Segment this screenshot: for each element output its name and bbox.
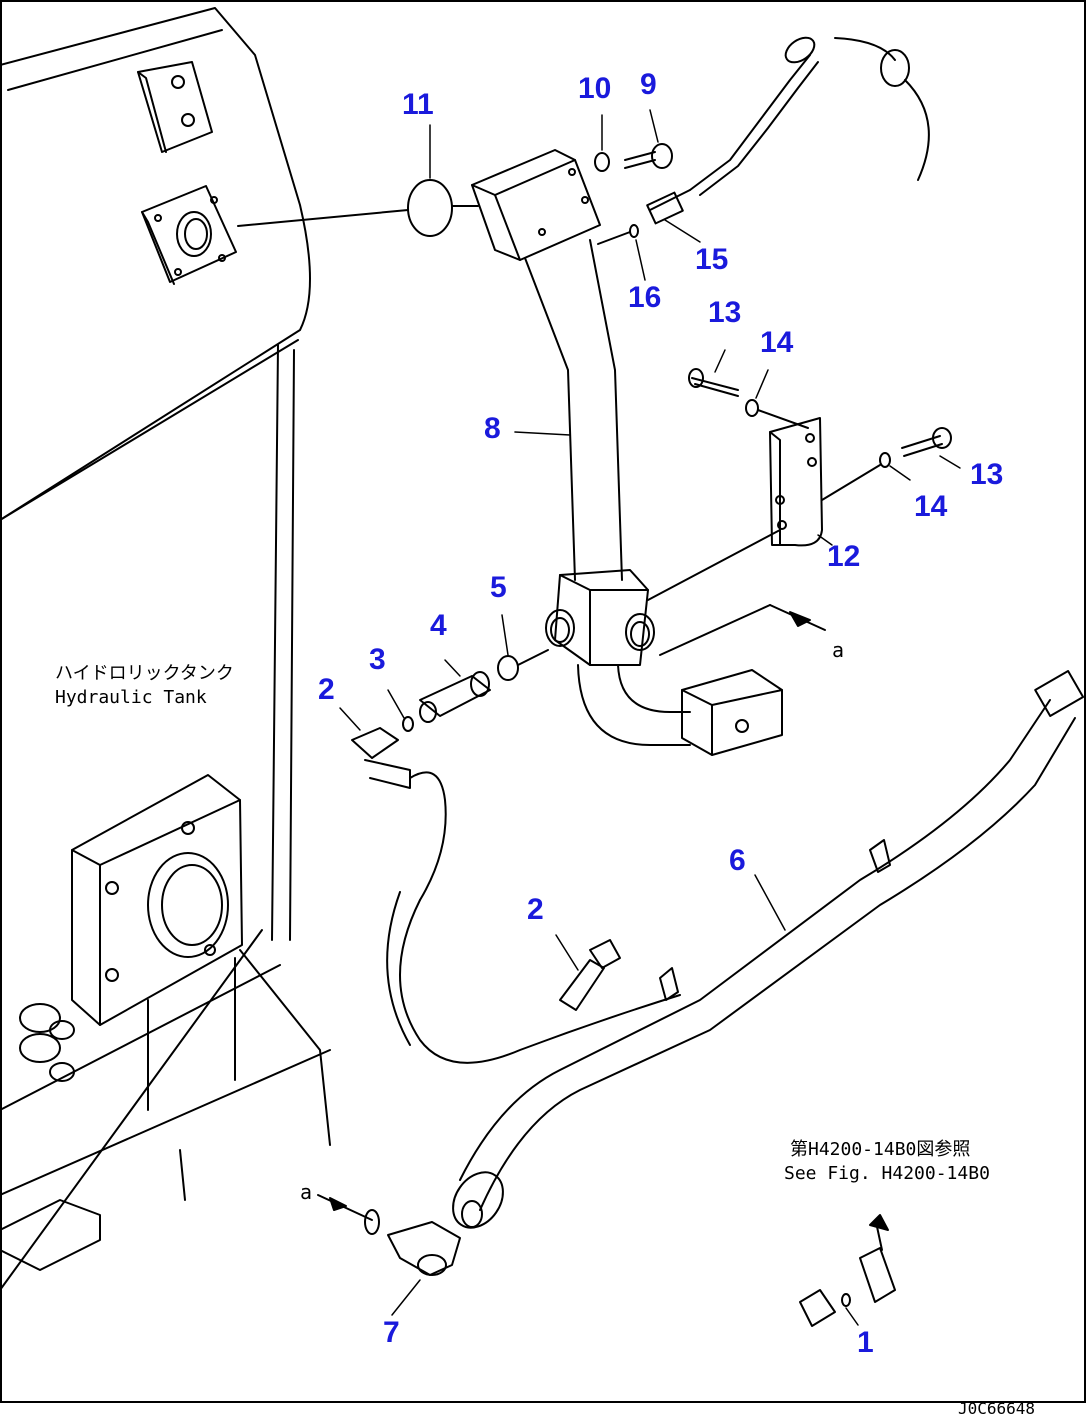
callout-12: 12 [827,540,861,573]
callout-4: 4 [430,609,447,642]
callout-3: 3 [369,643,386,676]
part-10-washer [594,152,610,172]
part-16-oring [629,224,639,238]
part-5-oring [497,655,519,681]
leader-line-a [659,604,771,656]
pump-mount-plate [71,774,243,1026]
tank-port-plate [141,185,237,285]
callout-leaders [339,109,961,1326]
part-13-bolt-upper [688,368,739,397]
lower-frame [0,949,331,1271]
reference-a-bottom: a [300,1180,313,1204]
part-1-fitting [799,1214,896,1327]
leader-line-16 [597,231,631,245]
part-7-elbow [364,1209,461,1276]
upper-hose [646,36,930,225]
part-2-fitting-lower [559,939,621,1011]
drawing-id: J0C66648 [958,1399,1036,1418]
callout-13-lower: 13 [970,458,1004,491]
callout-14-lower: 14 [914,490,948,523]
leader-line-11 [237,209,409,227]
part-14-washer-upper [745,399,759,417]
tank-label-en: Hydraulic Tank [55,687,207,708]
part-14-washer-lower [879,452,891,468]
part-2-hose-elbow [351,727,681,1064]
callout-7: 7 [383,1316,400,1349]
callout-8: 8 [484,412,501,445]
callout-15: 15 [695,243,729,276]
callout-5: 5 [490,571,507,604]
part-3-oring [402,716,414,732]
leader-line-12 [647,529,781,601]
see-figure-en: See Fig. H4200-14B0 [784,1163,990,1184]
leader-line-5 [517,649,549,666]
tank-label-jp: ハイドロリックタンク [55,663,234,684]
see-figure-jp: 第H4200-14B0図参照 [790,1139,971,1160]
callout-6: 6 [729,844,746,877]
callout-9: 9 [640,68,657,101]
tank-top-plate [137,61,213,153]
arrow-head-a-bottom [329,1197,347,1211]
hydraulic-tank [0,7,311,1291]
callout-14-upper: 14 [760,326,794,359]
part-12-bracket [769,417,823,547]
arrow-head-a-top [789,611,811,627]
part-9-bolt [624,143,673,169]
leader-line-14b [821,464,881,501]
part-13-bolt-lower [901,427,952,457]
callout-2-lower: 2 [527,893,544,926]
part-8-pipe [471,149,783,756]
reference-a-top: a [832,638,845,662]
callout-1: 1 [857,1326,874,1359]
part-4-adapter [419,671,491,723]
callout-2: 2 [318,673,335,706]
part-6-hose [452,670,1085,1229]
callout-16: 16 [628,281,662,314]
part-11-ellipse [407,179,453,237]
callout-10: 10 [578,72,612,105]
callout-11: 11 [402,88,434,121]
leader-line-14a [757,409,809,429]
arrow-a-bottom [317,1194,373,1221]
callout-13-upper: 13 [708,296,742,329]
